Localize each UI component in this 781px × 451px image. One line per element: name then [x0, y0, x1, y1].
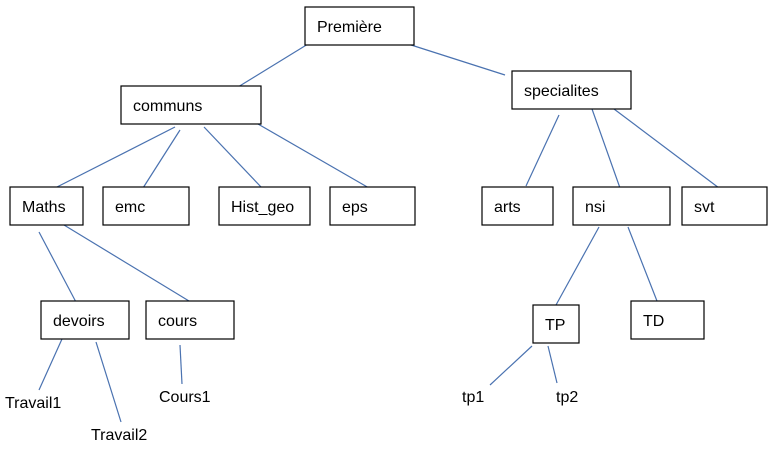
- node-label-hist_geo: Hist_geo: [231, 199, 294, 216]
- node-box-cours: [145, 300, 235, 340]
- node-box-arts: [481, 186, 554, 226]
- node-svt: svt: [681, 186, 768, 226]
- node-td: TD: [630, 300, 705, 340]
- node-hist_geo: Hist_geo: [218, 186, 311, 226]
- node-box-devoirs: [40, 300, 130, 340]
- node-label-tp1: tp1: [462, 389, 484, 406]
- edge-communs-eps: [257, 123, 370, 189]
- node-label-travail2: Travail2: [91, 427, 147, 444]
- node-tp: TP: [532, 304, 580, 344]
- edge-specialites-arts: [525, 114, 560, 187]
- node-box-eps: [329, 186, 416, 226]
- node-label-devoirs: devoirs: [53, 313, 105, 330]
- edge-communs-maths: [54, 126, 176, 189]
- node-travail2: Travail2: [91, 427, 147, 444]
- node-label-communs: communs: [133, 98, 202, 115]
- node-label-eps: eps: [342, 199, 368, 216]
- node-cours1: Cours1: [159, 389, 211, 406]
- node-label-tp: TP: [545, 317, 565, 334]
- edge-tp-tp1: [489, 345, 533, 386]
- edge-communs-emc: [142, 129, 181, 189]
- node-box-emc: [102, 186, 190, 226]
- node-specialites: specialites: [511, 70, 632, 110]
- node-label-emc: emc: [115, 199, 145, 216]
- node-box-maths: [9, 186, 84, 226]
- node-emc: emc: [102, 186, 190, 226]
- edge-specialites-nsi: [591, 108, 621, 189]
- edge-premiere-specialites: [407, 43, 506, 76]
- edge-tp-tp2: [547, 345, 558, 384]
- node-label-svt: svt: [694, 199, 715, 216]
- node-tp1: tp1: [462, 389, 484, 406]
- edge-maths-cours: [63, 224, 190, 302]
- node-box-hist_geo: [218, 186, 311, 226]
- edge-devoirs-travail2: [95, 341, 122, 423]
- edge-nsi-tp: [555, 226, 600, 306]
- node-nsi: nsi: [572, 186, 671, 226]
- node-cours: cours: [145, 300, 235, 340]
- node-box-td: [630, 300, 705, 340]
- tree-edges: [38, 43, 720, 423]
- node-box-svt: [681, 186, 768, 226]
- node-box-tp: [532, 304, 580, 344]
- edge-cours-cours1: [179, 344, 183, 385]
- node-box-premiere: [304, 6, 415, 46]
- edge-nsi-td: [627, 226, 658, 302]
- node-label-cours1: Cours1: [159, 389, 211, 406]
- node-devoirs: devoirs: [40, 300, 130, 340]
- node-travail1: Travail1: [5, 395, 61, 412]
- node-label-cours: cours: [158, 313, 197, 330]
- node-arts: arts: [481, 186, 554, 226]
- edge-maths-devoirs: [38, 231, 78, 305]
- node-label-tp2: tp2: [556, 389, 578, 406]
- node-label-td: TD: [643, 313, 664, 330]
- node-box-nsi: [572, 186, 671, 226]
- node-box-communs: [120, 85, 262, 125]
- node-communs: communs: [120, 85, 262, 125]
- edge-specialites-svt: [613, 108, 720, 189]
- node-label-arts: arts: [494, 199, 521, 216]
- node-premiere: Première: [304, 6, 415, 46]
- node-maths: Maths: [9, 186, 84, 226]
- node-tp2: tp2: [556, 389, 578, 406]
- node-eps: eps: [329, 186, 416, 226]
- edge-communs-hist_geo: [203, 126, 263, 189]
- node-label-travail1: Travail1: [5, 395, 61, 412]
- node-box-specialites: [511, 70, 632, 110]
- node-label-nsi: nsi: [585, 199, 605, 216]
- edge-premiere-communs: [237, 43, 309, 88]
- node-label-premiere: Première: [317, 19, 382, 36]
- edge-devoirs-travail1: [38, 338, 63, 391]
- node-label-specialites: specialites: [524, 83, 599, 100]
- node-label-maths: Maths: [22, 199, 66, 216]
